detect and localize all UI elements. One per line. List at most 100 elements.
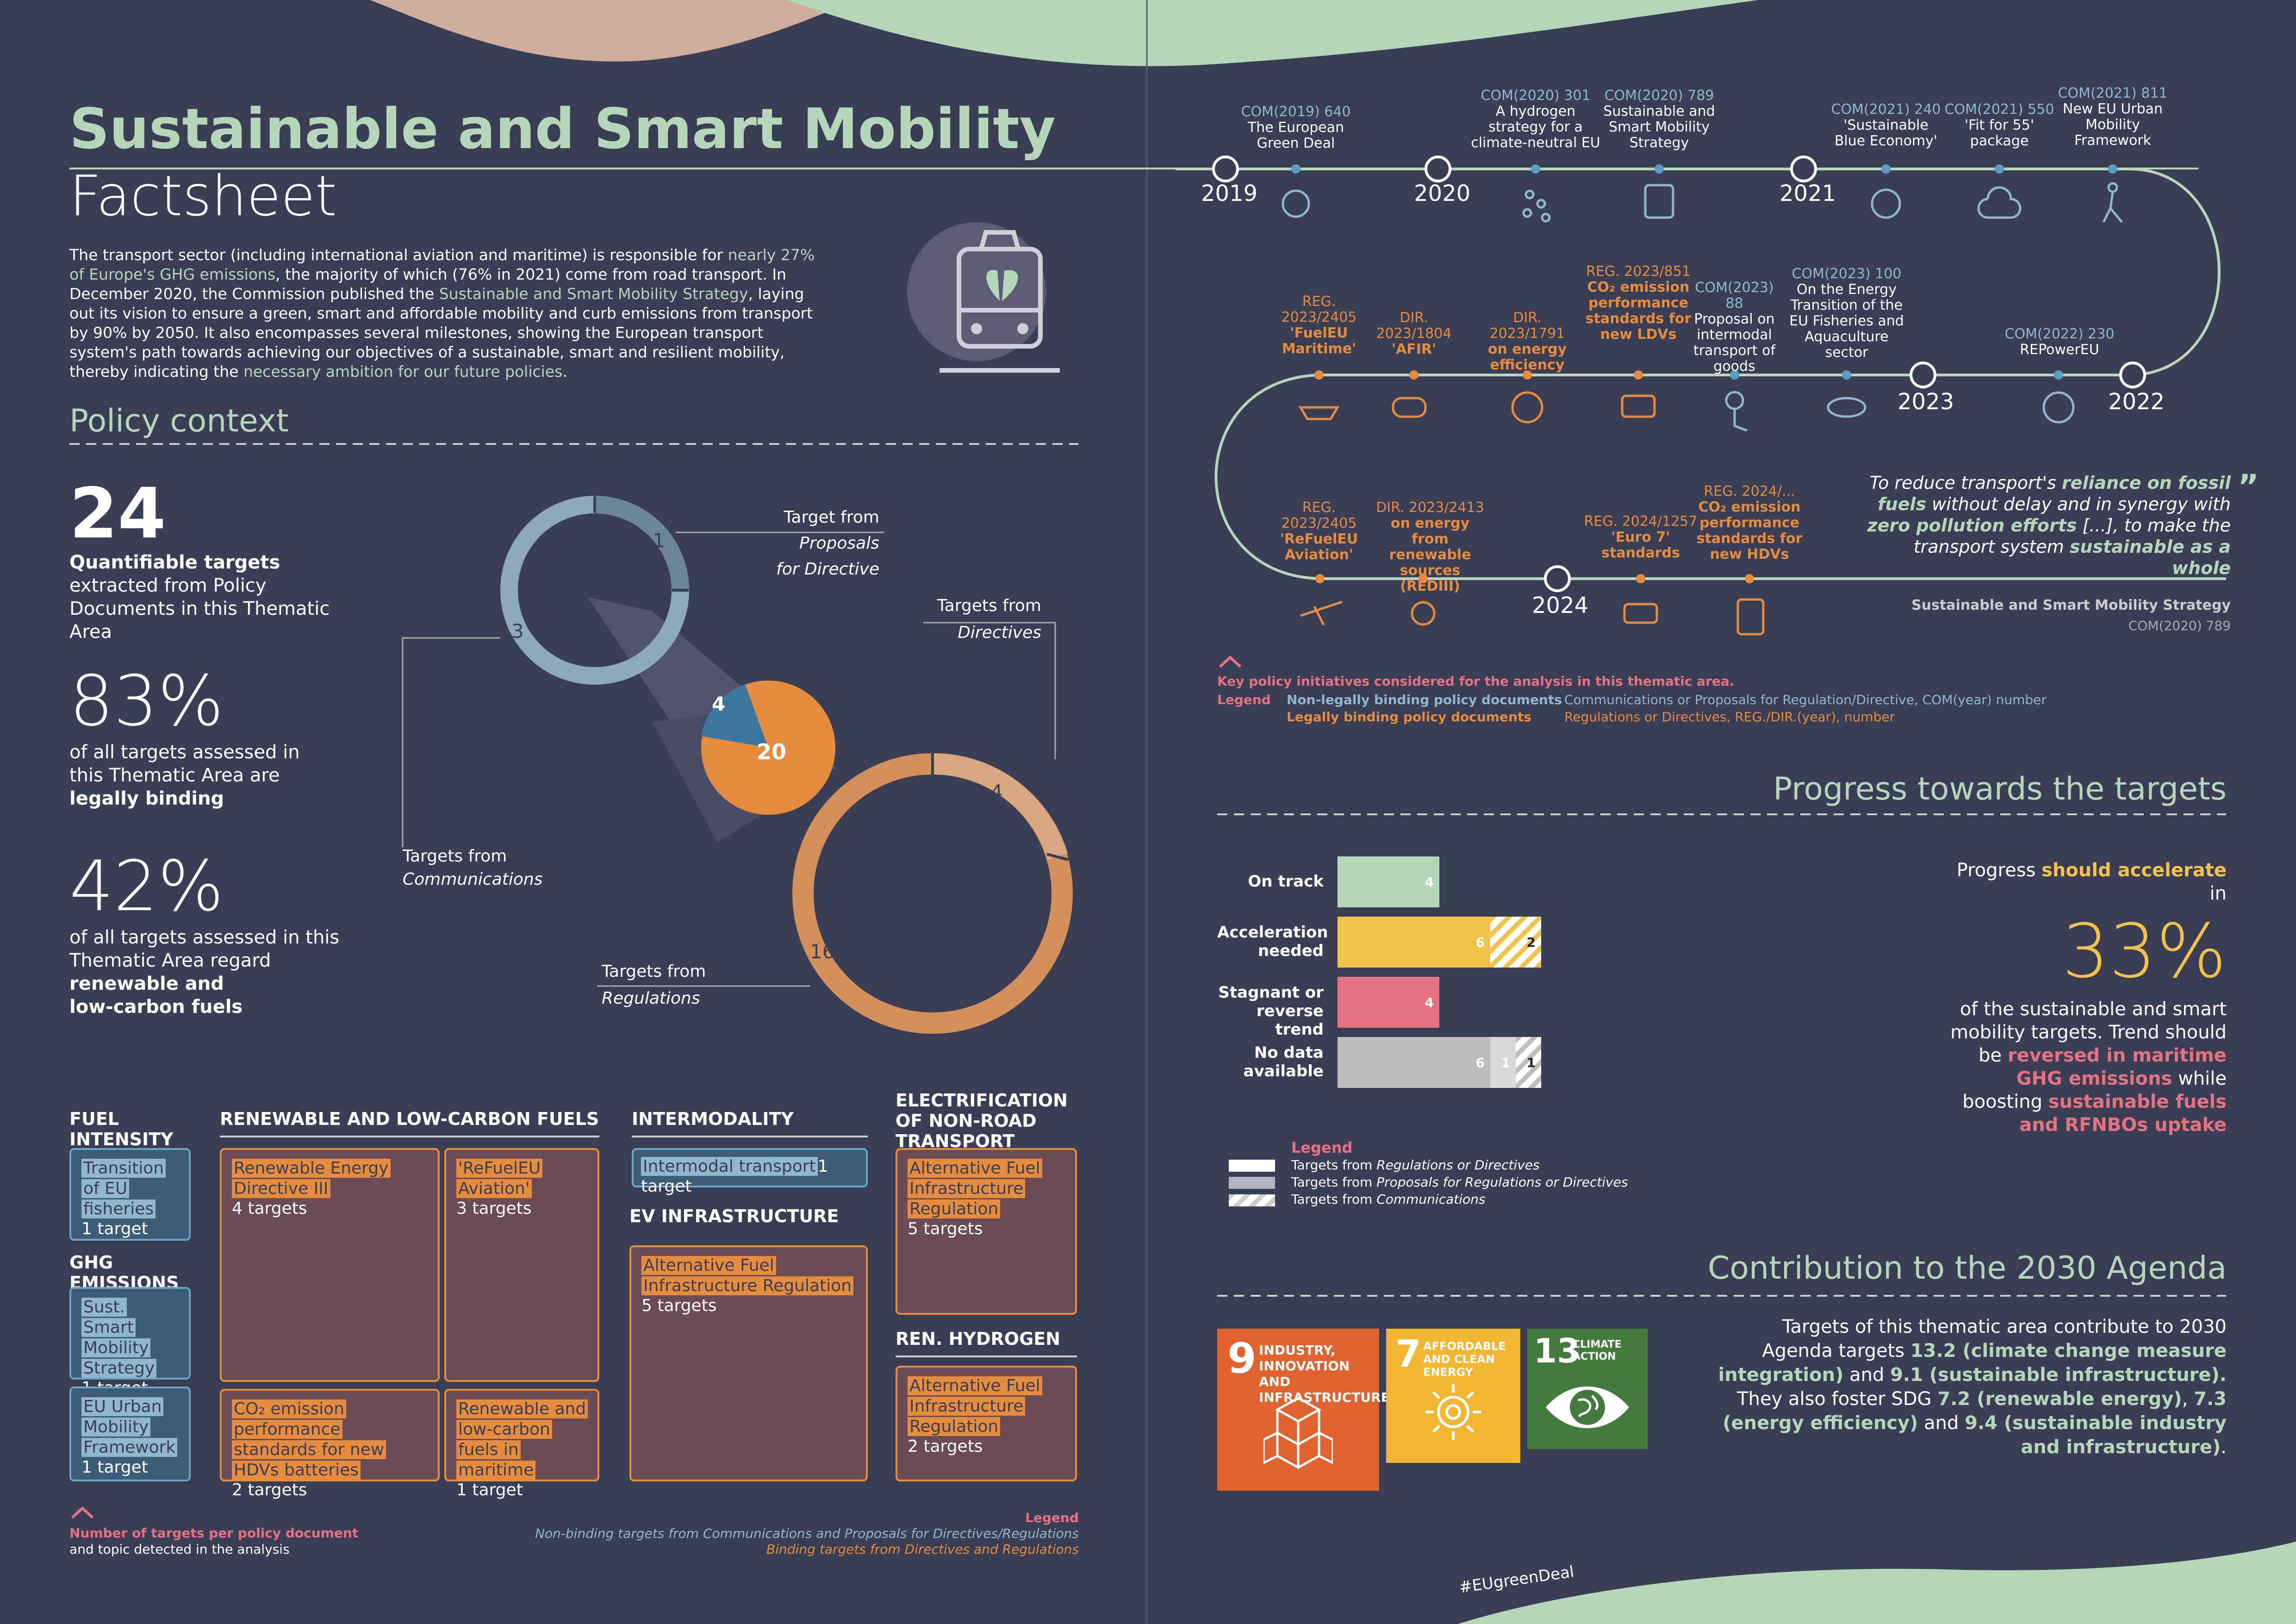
topic-ren-hydrogen: REN. HYDROGEN [896, 1329, 1077, 1357]
progress-legend-title: Legend [1291, 1139, 1353, 1156]
bar-3-series-1: 1 [1490, 1037, 1516, 1088]
stat-renewable-fuels: 42% of all targets assessed in this Them… [69, 846, 340, 1018]
intro-text: The transport sector (including internat… [69, 246, 815, 381]
sdg-7-tile: 7 AFFORDABLE AND CLEAN ENERGY [1386, 1329, 1520, 1463]
sdg-9-tile: 9 INDUSTRY, INNOVATION AND INFRASTRUCTUR… [1217, 1329, 1390, 1491]
policy-context-heading: Policy context [69, 403, 289, 439]
footnote-title: Number of targets per policy document [69, 1525, 359, 1541]
bar-0-series-0: 4 [1338, 856, 1439, 907]
tl-fit-for-55: COM(2021) 550'Fit for 55' package [1944, 101, 2054, 149]
tl-blue-economy: COM(2021) 240'Sustainable Blue Economy' [1831, 101, 1941, 149]
legend-binding: Legally binding policy documents [1287, 709, 1531, 725]
bar-value-1-2: 2 [1527, 935, 1536, 950]
bar-3-series-0: 6 [1338, 1037, 1490, 1088]
box-afir-electrification: Alternative Fuel Infrastructure Regulati… [896, 1148, 1077, 1315]
year-2020: 2020 [1414, 181, 1471, 206]
agenda-heading: Contribution to the 2030 Agenda [1707, 1250, 2227, 1287]
quote-code: COM(2020) 789 [2128, 618, 2231, 633]
legend-prop: Targets from Proposals for Regulations o… [1291, 1174, 1628, 1190]
stat-legally-binding: 83% of all targets assessed in this Them… [69, 661, 300, 809]
legend-swatch-prop [1229, 1177, 1275, 1189]
box-sust-smart-mobility: Sust. Smart Mobility Strategy1 target [69, 1287, 191, 1398]
topic-intermodality: INTERMODALITY [632, 1109, 868, 1137]
timeline-legend-label: Legend [1217, 692, 1271, 707]
tl-co2-hdv: REG. 2024/...CO₂ emission performance st… [1696, 483, 1803, 562]
topic-renewable-fuels: RENEWABLE AND LOW-CARBON FUELS [220, 1109, 599, 1137]
topic-ev-infrastructure: EV INFRASTRUCTURE [629, 1206, 839, 1226]
targets-donut-diagram: 1 3 4 20 4 16 [402, 496, 1073, 1034]
treemap-legend: Legend Non-binding targets from Communic… [535, 1510, 1079, 1557]
bar-label-0: On track [1248, 872, 1324, 891]
timeline-line [1176, 156, 2226, 636]
bar-1-series-2: 2 [1490, 917, 1541, 968]
svg-text:4: 4 [712, 693, 725, 715]
svg-text:4: 4 [990, 781, 1003, 803]
sdg-13-tile: 13 CLIMATE ACTION [1527, 1329, 1648, 1449]
year-2023: 2023 [1898, 389, 1954, 415]
year-2019: 2019 [1201, 181, 1258, 206]
bar-value-3-0: 6 [1476, 1055, 1485, 1070]
bar-value-0-0: 4 [1425, 874, 1434, 890]
box-co2-hdv-batteries: CO₂ emission performance standards for n… [220, 1389, 440, 1499]
svg-text:16: 16 [810, 940, 834, 963]
quote-source: Sustainable and Smart Mobility Strategy [1911, 597, 2231, 613]
train-icon [907, 222, 1060, 373]
quote-mark-icon: ” [2238, 468, 2259, 506]
bar-value-1-0: 6 [1476, 935, 1485, 950]
tl-afir: DIR. 2023/1804'AFIR' [1376, 310, 1452, 357]
box-afir-ev: Alternative Fuel Infrastructure Regulati… [629, 1245, 868, 1481]
bar-label-1: Acceleration needed [1217, 923, 1328, 960]
page-subtitle: Factsheet [69, 164, 337, 229]
progress-heading: Progress towards the targets [1773, 771, 2227, 807]
page-title: Sustainable and Smart Mobility [69, 97, 1056, 162]
tl-fueleu-maritime: REG. 2023/2405'FuelEU Maritime' [1281, 294, 1357, 357]
box-afir-hydrogen: Alternative Fuel Infrastructure Regulati… [896, 1366, 1077, 1481]
bar-value-3-2: 1 [1527, 1055, 1536, 1070]
chevron-up-icon [1219, 655, 1242, 668]
tl-euro7: REG. 2024/1257'Euro 7' standards [1584, 513, 1698, 561]
legend-swatch-reg [1229, 1160, 1275, 1172]
year-2022: 2022 [2108, 389, 2165, 415]
legend-binding-desc: Regulations or Directives, REG./DIR.(yea… [1564, 709, 1895, 725]
footnote-sub: and topic detected in the analysis [69, 1542, 290, 1557]
bar-value-2-0: 4 [1425, 995, 1434, 1010]
svg-text:3: 3 [511, 620, 524, 643]
eye-globe-icon [1546, 1387, 1629, 1428]
legend-nonbinding: Non-legally binding policy documents [1287, 692, 1562, 707]
bar-1-series-0: 6 [1338, 917, 1490, 968]
legend-nonbinding-desc: Communications or Proposals for Regulati… [1564, 692, 2047, 707]
topic-electrification: ELECTRIFICATION OF NON-ROAD TRANSPORT [896, 1090, 1077, 1160]
svg-text:1: 1 [653, 529, 665, 552]
cubes-icon [1263, 1397, 1333, 1470]
legend-comm: Targets from Communications [1291, 1192, 1486, 1207]
year-2024: 2024 [1532, 593, 1589, 618]
timeline-legend-title: Key policy initiatives considered for th… [1217, 674, 1735, 689]
progress-summary: Progress should accelerate in 33% of the… [1950, 860, 2227, 1136]
bar-label-2: Stagnant or reverse trend [1218, 983, 1324, 1039]
stat-quantifiable-targets: 24 Quantifiable targets extracted from P… [69, 474, 330, 643]
sun-power-icon [1425, 1384, 1481, 1440]
agenda-text: Targets of this thematic area contribute… [1718, 1316, 2227, 1458]
svg-text:20: 20 [757, 739, 786, 764]
bar-value-3-1: 1 [1501, 1055, 1510, 1070]
legend-reg: Targets from Regulations or Directives [1291, 1157, 1540, 1173]
bar-2-series-0: 4 [1338, 977, 1439, 1028]
bar-3-series-2: 1 [1516, 1037, 1541, 1088]
